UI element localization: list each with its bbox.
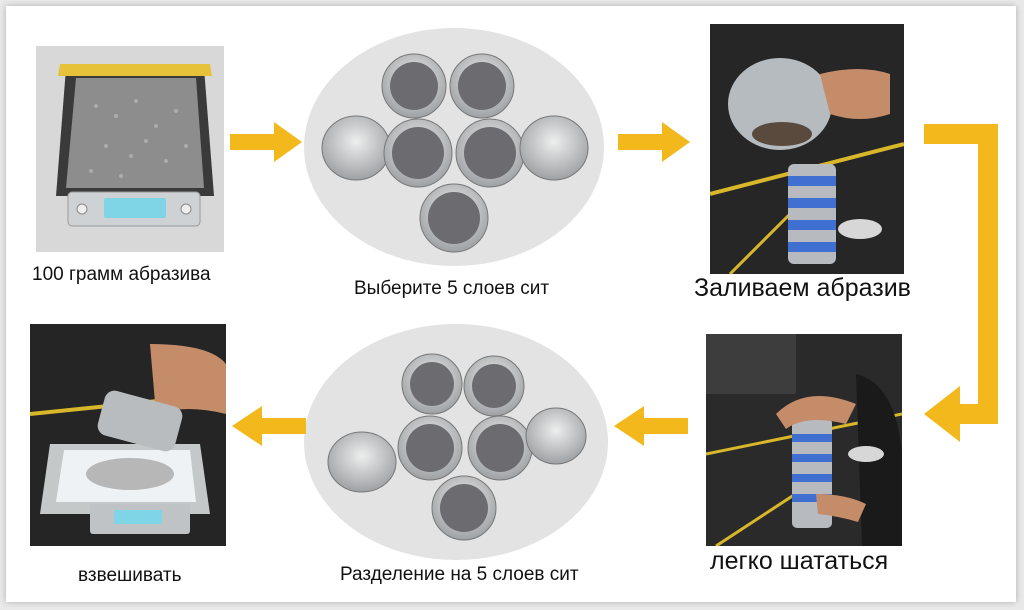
arrow-right-icon bbox=[618, 122, 690, 162]
photo-scale-with-abrasive bbox=[36, 46, 224, 252]
process-diagram: 100 грамм абразива Выберите 5 слоев сит bbox=[6, 6, 1016, 602]
caption-step-4: легко шататься bbox=[710, 547, 889, 575]
caption-step-3: Заливаем абразив bbox=[694, 274, 911, 302]
caption-step-5: Разделение на 5 слоев сит bbox=[340, 564, 579, 585]
photo-shaking-sieve-stack bbox=[706, 334, 902, 546]
arrow-left-icon bbox=[614, 406, 688, 446]
photo-five-sieves bbox=[304, 28, 604, 266]
arrow-right-icon bbox=[230, 122, 302, 162]
photo-pouring-abrasive bbox=[710, 24, 904, 274]
caption-step-6: взвешивать bbox=[78, 565, 182, 586]
photo-weighing-on-scale bbox=[30, 324, 226, 546]
caption-step-2: Выберите 5 слоев сит bbox=[354, 278, 550, 299]
caption-step-1: 100 грамм абразива bbox=[32, 264, 211, 285]
arrow-down-left-icon bbox=[924, 124, 1008, 454]
photo-separated-sieves bbox=[304, 324, 608, 560]
arrow-left-icon bbox=[232, 406, 306, 446]
